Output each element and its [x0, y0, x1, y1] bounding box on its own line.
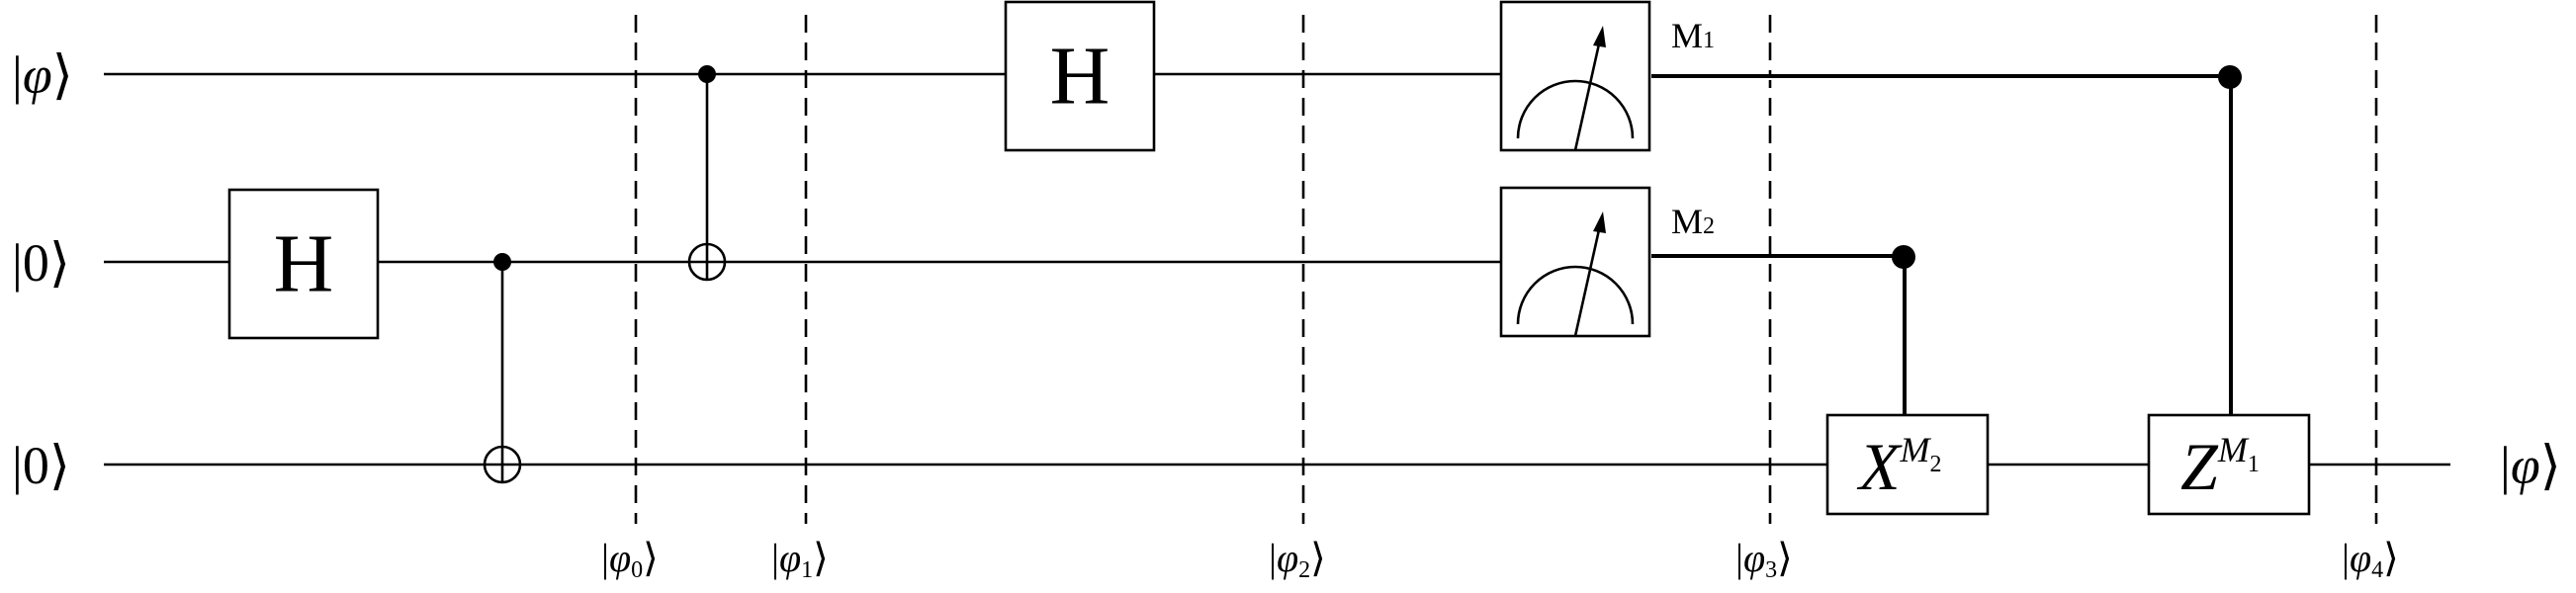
meter-arrowhead-icon	[1593, 212, 1606, 233]
gate-label: H	[1050, 31, 1110, 123]
state-label-phi3: |φ3⟩	[1735, 536, 1793, 583]
gate-box	[1825, 413, 1990, 516]
state-label-phi2: |φ2⟩	[1269, 536, 1326, 583]
gate-label-x: XM2	[1856, 429, 1942, 504]
gate-box	[1004, 0, 1156, 152]
classical-wire-m1-gap	[1651, 78, 2229, 415]
meter-box	[1499, 186, 1651, 338]
measurement-m2: M2	[1499, 186, 1715, 338]
classical-wire-m2-gap	[1651, 258, 1903, 415]
input-label-qubit-2: |0⟩	[12, 436, 70, 495]
gate-label-z: ZM1	[2180, 429, 2260, 504]
cnot-gate-1	[483, 253, 522, 484]
gate-box	[227, 188, 380, 340]
meter-arc-icon	[1516, 265, 1635, 325]
state-label-phi1: |φ1⟩	[771, 536, 829, 583]
cnot-gate-2	[687, 65, 727, 282]
measurement-label-m1: M1	[1671, 16, 1715, 55]
state-label-phi0: |φ0⟩	[601, 536, 659, 583]
output-label: |φ⟩	[2500, 436, 2561, 495]
classical-wires	[1651, 65, 2242, 415]
classical-control-dot-m1	[2218, 65, 2242, 89]
classical-control-dot-m2	[1892, 245, 1915, 269]
meter-arc-icon	[1516, 79, 1635, 139]
meter-needle-icon	[1573, 39, 1602, 151]
x-correction-gate: XM2	[1825, 413, 1990, 516]
input-labels: |φ⟩ |0⟩ |0⟩	[12, 45, 73, 495]
measurement-m1: M1	[1499, 0, 1715, 152]
gate-box	[2147, 413, 2311, 516]
meter-arrowhead-icon	[1593, 26, 1606, 47]
meter-box	[1499, 0, 1651, 152]
control-dot	[698, 65, 716, 83]
meter-needle-icon	[1573, 224, 1602, 337]
gate-label: H	[274, 218, 334, 310]
classical-wire-m2	[1651, 254, 1907, 415]
classical-wire-m1	[1651, 74, 2233, 415]
hadamard-gate-qubit-1: H	[227, 188, 380, 340]
input-label-qubit-1: |0⟩	[12, 233, 70, 293]
state-label-phi4: |φ4⟩	[2342, 536, 2399, 583]
barriers	[634, 15, 2378, 524]
control-dot	[493, 253, 511, 271]
measurement-label-m2: M2	[1671, 202, 1715, 241]
input-label-qubit-0: |φ⟩	[12, 45, 73, 105]
hadamard-gate-qubit-0: H	[1004, 0, 1156, 152]
z-correction-gate: ZM1	[2147, 413, 2311, 516]
state-labels: |φ0⟩ |φ1⟩ |φ2⟩ |φ3⟩ |φ4⟩	[601, 536, 2399, 583]
qubit-wires	[104, 72, 2450, 466]
